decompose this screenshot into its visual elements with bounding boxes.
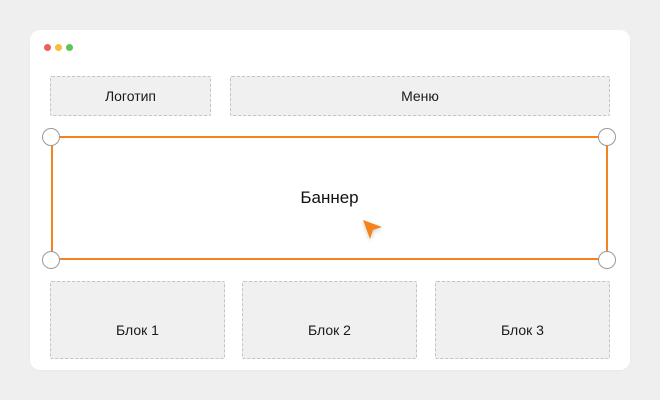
maximize-dot-icon[interactable] <box>66 44 73 51</box>
pointer-cursor-icon <box>363 220 382 239</box>
block-1-label: Блок 1 <box>116 322 159 338</box>
menu-label: Меню <box>401 88 439 104</box>
logo-label: Логотип <box>104 88 157 104</box>
resize-handle-top-right[interactable] <box>598 128 616 146</box>
resize-handle-bottom-right[interactable] <box>598 251 616 269</box>
browser-window: Логотип Меню Баннер Блок 1 Блок 2 Блок 3 <box>30 30 630 370</box>
resize-handle-top-left[interactable] <box>42 128 60 146</box>
resize-handle-bottom-left[interactable] <box>42 251 60 269</box>
window-controls <box>44 44 73 51</box>
block-2-label: Блок 2 <box>308 322 351 338</box>
menu-placeholder[interactable]: Меню <box>230 76 610 116</box>
banner-label: Баннер <box>300 188 359 207</box>
logo-placeholder[interactable]: Логотип <box>50 76 211 116</box>
minimize-dot-icon[interactable] <box>55 44 62 51</box>
banner-selected[interactable]: Баннер <box>51 136 608 260</box>
block-3-label: Блок 3 <box>501 322 544 338</box>
close-dot-icon[interactable] <box>44 44 51 51</box>
block-2[interactable]: Блок 2 <box>242 281 417 359</box>
block-1[interactable]: Блок 1 <box>50 281 225 359</box>
block-3[interactable]: Блок 3 <box>435 281 610 359</box>
